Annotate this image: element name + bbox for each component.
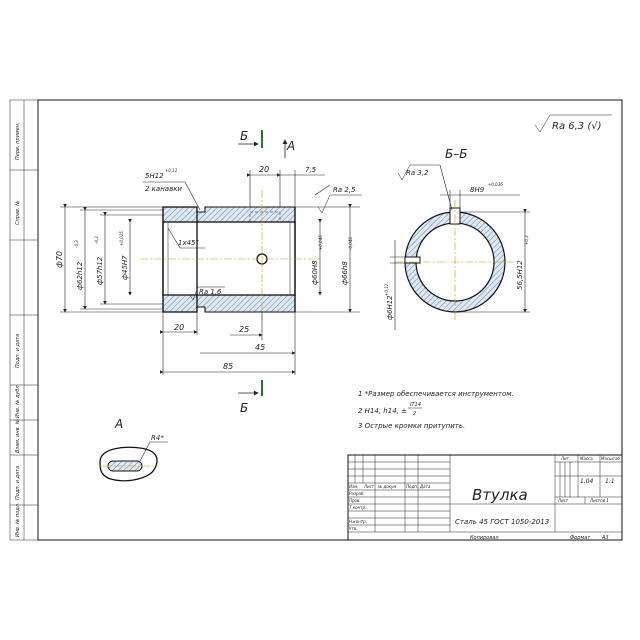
tb-prov: Пров. [349, 498, 361, 503]
note-2-fraction-num: IT14 [410, 402, 421, 408]
section-bb-view: Б–Б Ra 3,2 8H9 +0,036 56,5H12 +0,3 ф6H12… [384, 147, 530, 330]
note-2: 2 H14, h14, ± [358, 407, 407, 415]
dim-w7-5: 7,5 [305, 166, 317, 174]
dim-d57: ф57h12 [96, 256, 104, 285]
dim-d66-tol: -0,046 [348, 237, 353, 250]
tb-razrab: Разраб. [349, 491, 365, 496]
small-bore-tol: +0,12 [384, 283, 389, 296]
dim-chamfer: 1х45° [178, 239, 199, 247]
tb-nkontr: Н.контр. [349, 519, 367, 524]
tb-part-name: Втулка [472, 486, 528, 504]
tb-col-izm: Изм. [349, 484, 358, 489]
groove-note: 2 канавки [145, 185, 182, 193]
strip-label-podp1: Подп. и дата [15, 334, 21, 368]
dim-d45: ф45H7 [121, 255, 129, 280]
small-bore: ф6H12 [386, 295, 394, 320]
dim-w45: 45 [255, 343, 265, 352]
general-roughness: Ra 6,3 (√) [534, 114, 612, 133]
ra-1-6: Ra 1,6 [199, 288, 222, 296]
bottom-wall-section [162, 294, 296, 313]
bore-outline [162, 221, 296, 296]
note-2-fraction-den: 2 [413, 411, 416, 417]
strip-label-sprav: Справ. № [15, 201, 21, 225]
detail-a-outline [99, 446, 158, 482]
strip-label-podl: Инв. № подл. [15, 503, 21, 538]
key-width: 8H9 [470, 186, 485, 194]
tb-scale-value: 1:1 [605, 478, 615, 485]
tb-col-podp: Подп. [406, 484, 418, 489]
view-a-arrow-mark: А [286, 139, 295, 153]
tb-format: Формат [570, 535, 591, 541]
dim-d62: ф62h12 [76, 261, 84, 290]
tb-utv: Утв. [349, 526, 357, 531]
tb-copied: Копировал [470, 535, 499, 541]
title-block: Изм. Лист № докум. Подп. Дата Разраб. Пр… [347, 454, 623, 541]
dim-d62-tol: -0,3 [74, 240, 79, 248]
dim-d60-tol: +0,046 [318, 235, 323, 250]
depth-tol: +0,3 [524, 235, 529, 245]
detail-a-view: А R4* [99, 417, 168, 482]
strip-label-dubl: Инв. № дубл. [15, 384, 21, 418]
section-bb-title: Б–Б [445, 147, 467, 161]
technical-notes: 1 *Размер обеспечивается инструментом. 2… [358, 390, 514, 430]
tb-tkontr: Т.контр. [349, 505, 366, 510]
dim-w20-bottom: 20 [174, 323, 184, 332]
depth-dim: 56,5H12 [516, 260, 524, 290]
strip-label-perv: Перв. примен. [15, 122, 21, 160]
dim-w85: 85 [223, 362, 233, 371]
note-1: 1 *Размер обеспечивается инструментом. [358, 390, 514, 398]
detail-a-radius: R4* [151, 434, 164, 442]
tb-format-value: А3 [601, 535, 609, 541]
dim-d57-tol: -0,3 [94, 236, 99, 244]
tb-mass-value: 1,04 [580, 478, 594, 485]
tb-lit-header: Лит. [560, 456, 570, 461]
ra-3-2: Ra 3,2 [406, 169, 429, 177]
tb-col-data: Дата [419, 484, 431, 489]
dim-w25: 25 [239, 325, 249, 334]
tb-scale-header: Масштаб [601, 456, 621, 461]
section-b-top-mark: Б [240, 129, 248, 143]
tb-col-list: Лист [363, 484, 375, 489]
tb-mass-header: Масса [580, 456, 593, 461]
left-strip: Перв. примен. Справ. № Подп. и дата Инв.… [10, 100, 38, 540]
general-roughness-label: Ra 6,3 (√) [552, 121, 602, 132]
note-3: 3 Острые кромки притупить. [358, 422, 465, 430]
tb-col-ndoc: № докум. [377, 484, 398, 489]
dim-w20-top: 20 [259, 165, 269, 174]
key-width-tol: +0,036 [488, 182, 503, 187]
tb-sheet: Лист [557, 498, 569, 503]
dim-d60: ф60H8 [311, 260, 319, 285]
dim-d70: ф70 [55, 251, 64, 268]
dim-d66: ф66h8 [341, 261, 349, 285]
groove-size: 5H12 [145, 172, 164, 180]
top-wall-section [162, 206, 296, 223]
view-a-title: А [114, 417, 123, 431]
groove-tol: +0,12 [165, 168, 178, 173]
main-view: ф70 ф62h12 -0,3 ф57h12 -0,3 ф45H7 +0,025… [55, 129, 362, 415]
ra-2-5: Ra 2,5 [333, 186, 356, 194]
strip-label-vzam: Взам. инв. № [15, 419, 21, 453]
tb-material: Сталь 45 ГОСТ 1050-2013 [455, 518, 549, 526]
tb-sheets: Листов 1 [589, 498, 609, 503]
strip-label-podp2: Подп. и дата [15, 466, 21, 500]
section-b-bottom-mark: Б [240, 401, 248, 415]
dim-d45-tol: +0,025 [119, 231, 124, 246]
